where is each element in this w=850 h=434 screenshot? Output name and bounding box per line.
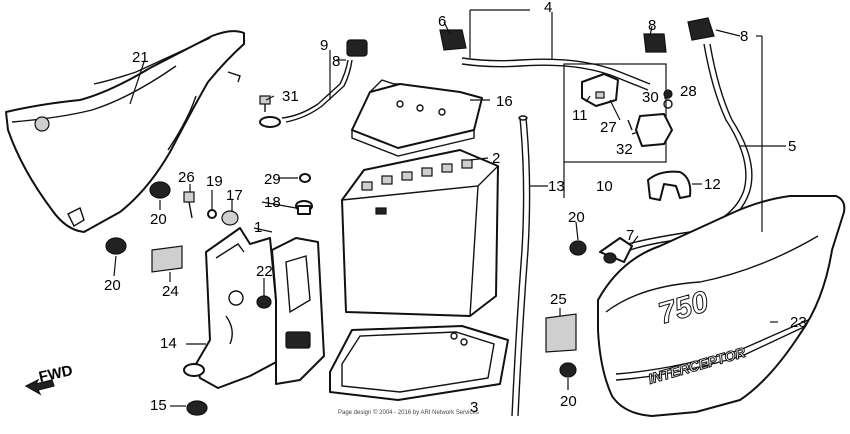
battery-bracket <box>183 227 325 389</box>
battery-wire-small <box>259 39 368 128</box>
callout-labels: 21 9 8 31 16 2 13 10 4 6 8 8 5 12 7 11 2… <box>37 0 806 416</box>
callout-16: 16 <box>496 93 513 110</box>
callout-20-b: 20 <box>104 277 121 294</box>
forward-arrow <box>24 378 55 396</box>
caution-labels <box>151 245 577 353</box>
callout-1: 1 <box>254 219 262 236</box>
callout-18: 18 <box>264 194 281 211</box>
callout-24: 24 <box>162 283 179 300</box>
callout-29: 29 <box>264 171 281 188</box>
main-battery-cable <box>439 29 667 91</box>
right-side-cover <box>597 195 846 417</box>
small-hardware <box>105 173 313 416</box>
callout-28: 28 <box>680 83 697 100</box>
callout-15: 15 <box>150 397 167 414</box>
callout-8-right: 8 <box>740 28 748 45</box>
callout-8-middle: 8 <box>648 17 656 34</box>
footer-copyright: Page design © 2004 - 2016 by ARI Network… <box>338 409 479 416</box>
callout-5: 5 <box>788 138 796 155</box>
callout-20-c: 20 <box>568 209 585 226</box>
callout-11: 11 <box>572 107 588 124</box>
cable-clamp <box>647 170 692 201</box>
battery <box>341 149 499 317</box>
callout-21: 21 <box>132 49 149 66</box>
callout-25: 25 <box>550 291 567 308</box>
callout-14: 14 <box>160 335 177 352</box>
callout-17: 17 <box>226 187 243 204</box>
callout-10: 10 <box>596 178 613 195</box>
callout-32: 32 <box>616 141 633 158</box>
callout-7: 7 <box>626 227 634 244</box>
callout-12: 12 <box>704 176 721 193</box>
callout-22: 22 <box>256 263 273 280</box>
battery-holder-plate <box>351 79 483 157</box>
callout-31: 31 <box>282 88 299 105</box>
callout-9: 9 <box>320 37 328 54</box>
callout-20-a: 20 <box>150 211 167 228</box>
battery-vent-tube <box>511 115 531 417</box>
callout-23: 23 <box>790 314 807 331</box>
callout-19: 19 <box>206 173 223 190</box>
callout-30: 30 <box>642 89 659 106</box>
callout-6: 6 <box>438 13 446 30</box>
left-side-cover <box>5 30 245 233</box>
callout-4: 4 <box>544 0 552 16</box>
callout-20-d: 20 <box>560 393 577 410</box>
callout-27: 27 <box>600 119 617 136</box>
leader-lines <box>113 9 786 407</box>
screw-31 <box>259 95 271 112</box>
callout-13: 13 <box>548 178 565 195</box>
starter-relay-group <box>563 63 673 163</box>
fuse-holder <box>559 237 633 378</box>
callout-3: 3 <box>470 399 478 416</box>
callout-2: 2 <box>492 150 500 167</box>
fwd-label: FWD <box>37 362 74 386</box>
callout-26: 26 <box>178 169 195 186</box>
callout-8-left: 8 <box>332 53 340 70</box>
grommet-22 <box>256 295 272 309</box>
battery-tray <box>329 325 509 401</box>
